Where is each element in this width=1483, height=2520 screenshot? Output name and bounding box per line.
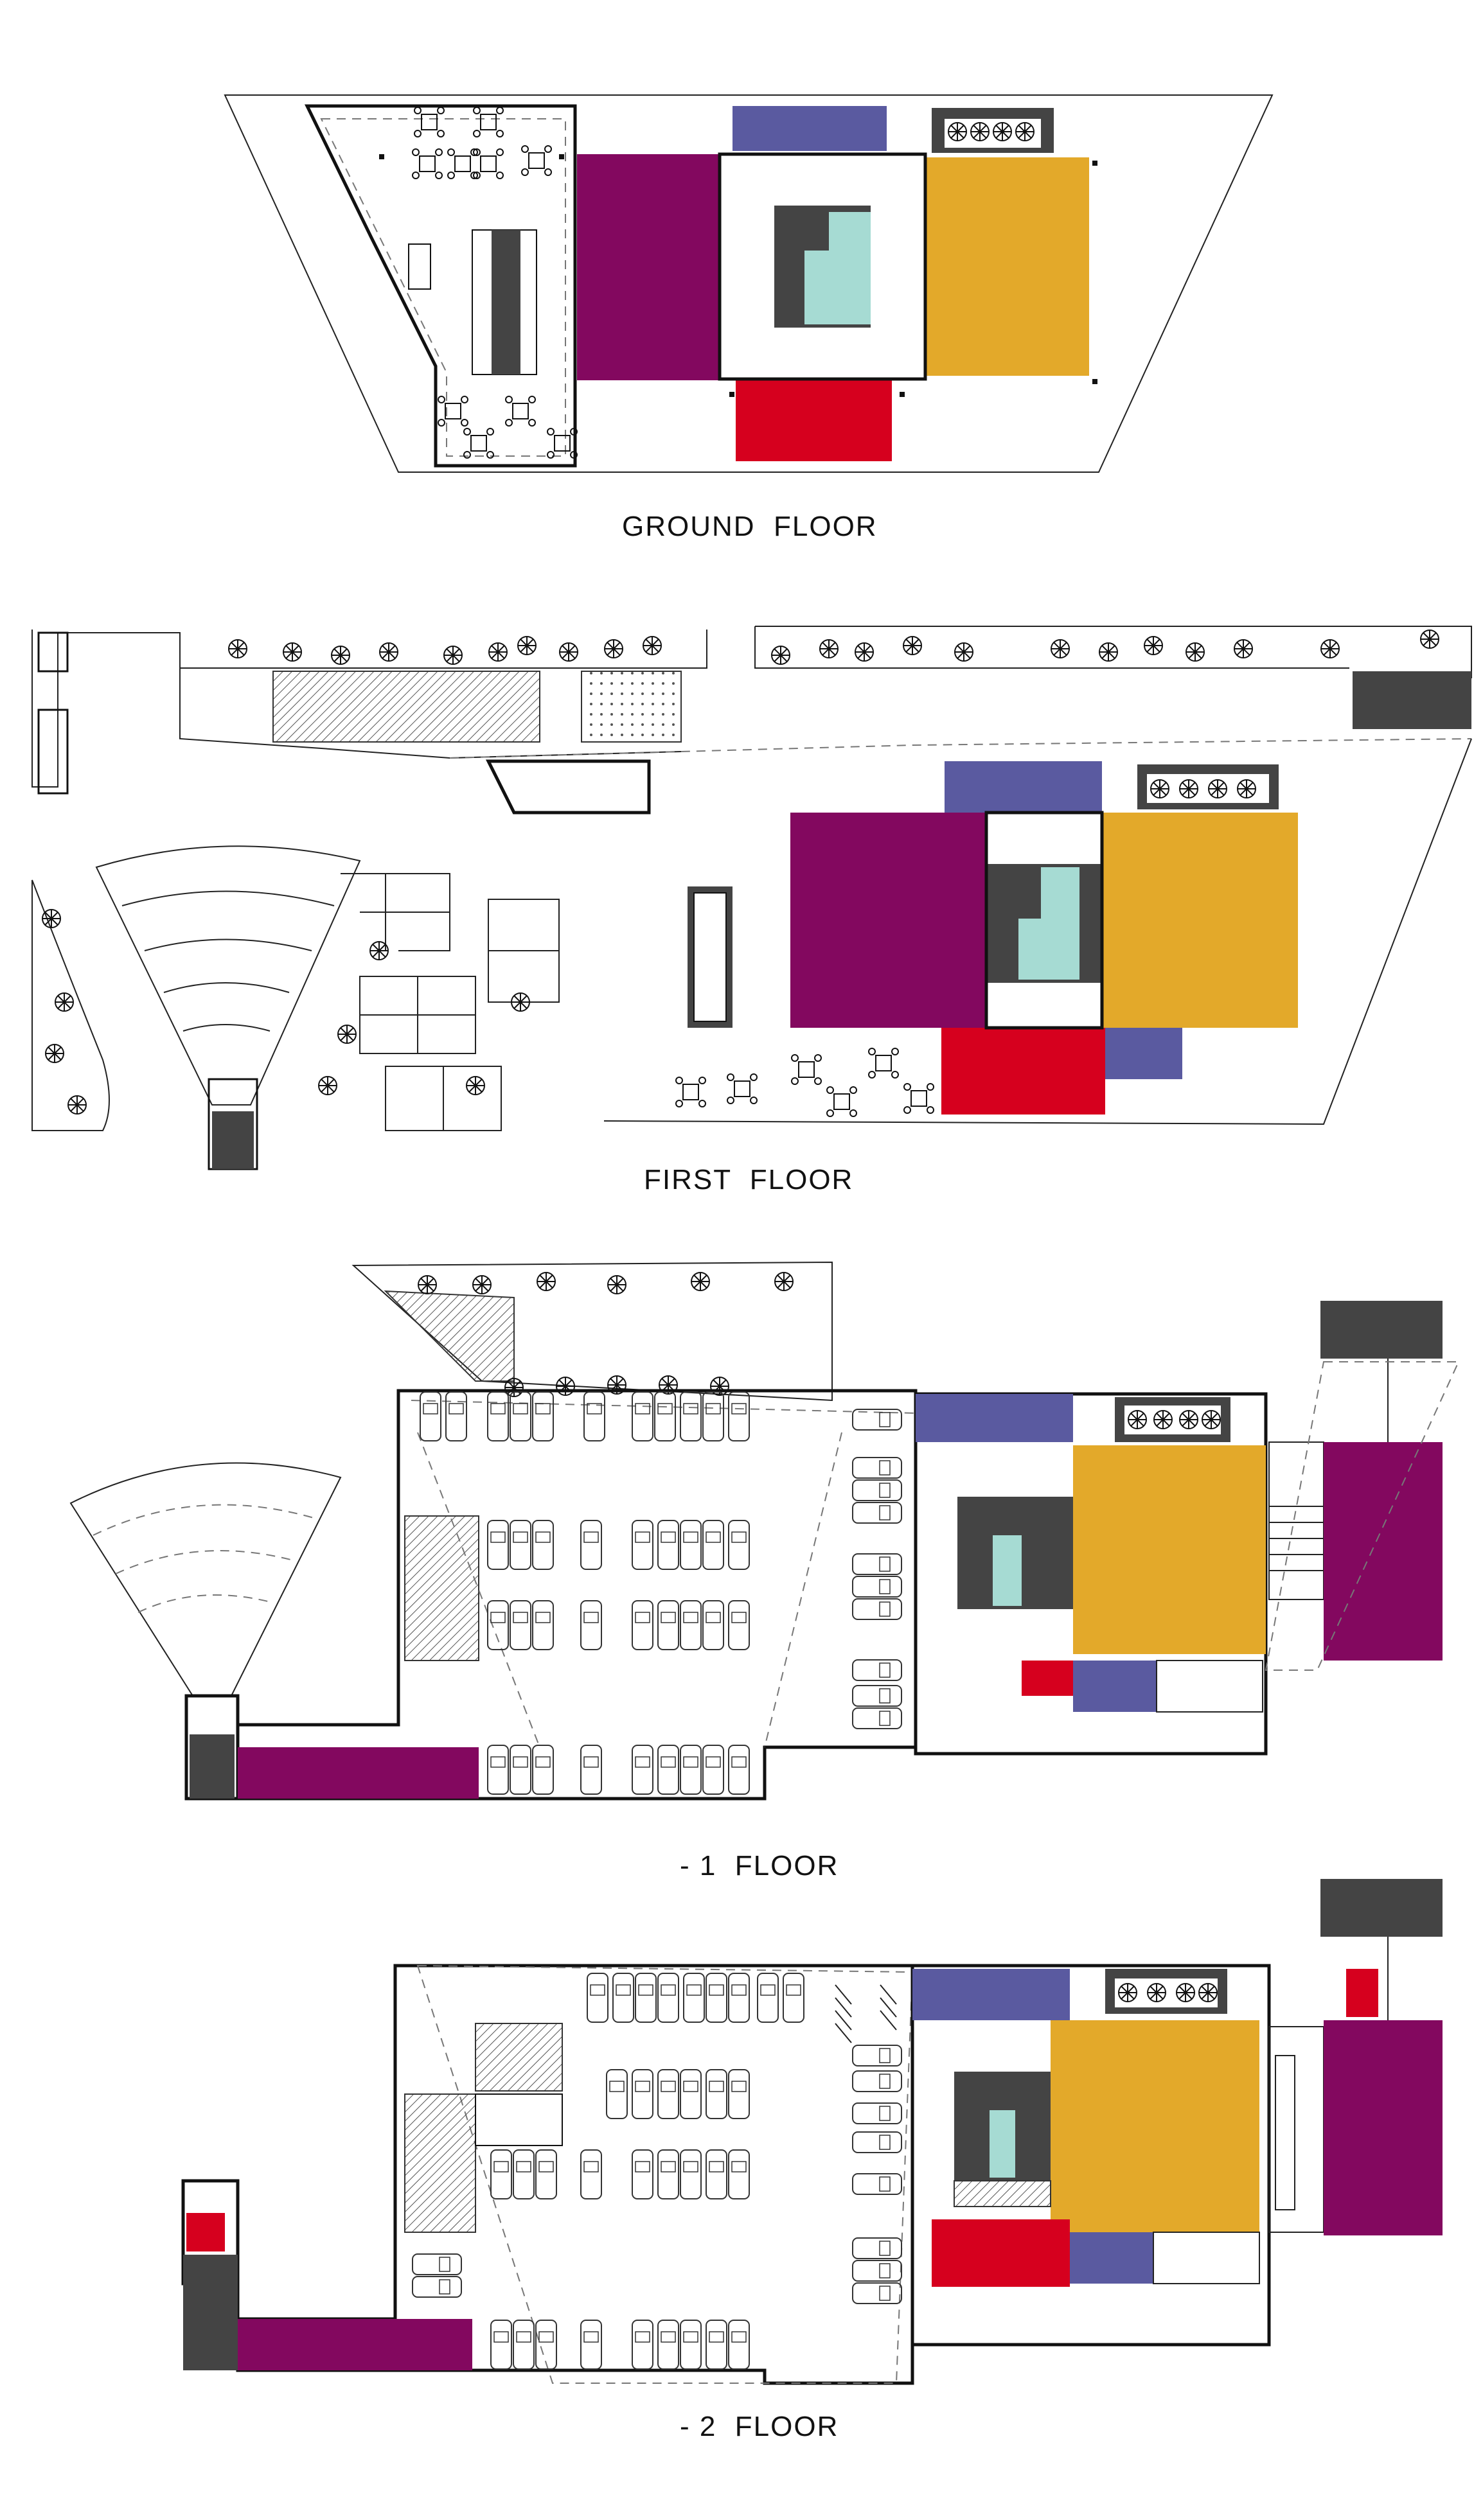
minus2-red-right <box>1346 1969 1378 2017</box>
first-yellow-zone <box>1102 813 1298 1028</box>
first-long-table-inner <box>693 892 727 1022</box>
ground-terrace-edge <box>320 118 566 457</box>
minus2-purple-strip <box>238 2319 472 2370</box>
minus1-core-lift <box>993 1535 1022 1606</box>
ground-long-table <box>492 230 520 374</box>
first-grid-c <box>385 1066 502 1131</box>
minus1-red-zone <box>1022 1661 1073 1696</box>
ground-site-outline <box>224 94 1274 473</box>
minus2-ramp-b <box>404 2093 476 2233</box>
minus1-dash-diag1 <box>417 1432 540 1748</box>
minus2-bridge <box>1268 2026 1324 2233</box>
minus2-purple-zone-right <box>1324 2020 1443 2235</box>
minus1-amphi-rows <box>93 1504 319 1613</box>
first-red-zone <box>941 1028 1105 1115</box>
first-dark-kiosk <box>1353 671 1471 729</box>
first-purple-zone <box>790 813 986 1028</box>
minus2-red-zone <box>932 2219 1070 2287</box>
first-hatched-area <box>272 671 540 743</box>
minus2-ramp-a <box>475 2023 563 2092</box>
first-amphi-stair <box>212 1111 254 1169</box>
first-landscape-left <box>31 879 110 1131</box>
minus1-purple-strip <box>238 1747 479 1799</box>
ground-purple-zone <box>577 154 720 380</box>
first-dotted-area <box>581 671 682 743</box>
first-site-edge <box>603 738 1472 1125</box>
ground-yellow-zone <box>925 157 1089 376</box>
minus2-red-left <box>186 2213 225 2251</box>
minus1-room-bottom <box>1156 1660 1263 1713</box>
first-booth-top <box>37 631 69 673</box>
minus1-dash-top <box>411 1400 916 1414</box>
minus1-bridge-treads <box>1269 1506 1324 1571</box>
minus1-cars-mid-row <box>487 1520 750 1650</box>
minus1-ramp <box>404 1515 479 1661</box>
minus1-kiosk <box>1320 1301 1443 1359</box>
ground-core-lift-lobby <box>803 212 871 324</box>
minus1-cars-side <box>852 1409 902 1729</box>
minus2-room-bottom <box>1153 2232 1260 2284</box>
first-blue-zone-bottom <box>1105 1028 1182 1079</box>
ground-terrace-walls <box>304 104 577 468</box>
minus1-amphitheatre <box>69 1462 342 1696</box>
minus2-core-lift <box>990 2110 1015 2178</box>
minus1-cars-top-row <box>420 1391 750 1441</box>
first-core-walls <box>984 811 1104 1030</box>
ground-red-zone <box>736 379 892 461</box>
first-grid-a <box>341 873 450 951</box>
minus1-amphi-stair <box>190 1734 235 1799</box>
first-floor-label: FIRST FLOOR <box>644 1164 854 1195</box>
first-amphitheatre-rows <box>121 890 335 1032</box>
minus2-floor-plan <box>181 1879 1443 2385</box>
minus1-blue-zone-bottom <box>1073 1661 1157 1712</box>
minus2-motorbike-bays <box>835 1984 897 2043</box>
minus1-floor-label: - 1 FLOOR <box>680 1850 839 1881</box>
ground-floor-plan <box>224 94 1274 473</box>
minus1-cars-bottom-row <box>487 1745 750 1795</box>
first-booth-bottom <box>37 709 69 795</box>
minus2-yellow-zone <box>1051 2020 1259 2232</box>
minus1-parking-walls <box>236 1389 918 1801</box>
first-grid-b <box>359 976 476 1054</box>
minus1-floor-plan <box>69 1261 1460 1801</box>
minus2-dash-outline <box>416 1964 914 2384</box>
minus2-stair-left <box>183 2255 238 2370</box>
minus2-bridge-rail <box>1275 2055 1295 2210</box>
minus1-bridge-stair <box>1268 1441 1324 1600</box>
minus2-core-hatch <box>954 2180 1051 2207</box>
first-core-lift <box>1018 867 1079 980</box>
first-amphitheatre <box>95 845 361 1106</box>
minus1-purple-zone-right <box>1324 1442 1443 1661</box>
minus2-floor-label: - 2 FLOOR <box>680 2411 839 2442</box>
minus1-hatched-slope <box>384 1290 515 1382</box>
minus1-blue-zone-top <box>916 1394 1073 1442</box>
minus2-ramp-box <box>475 2093 563 2146</box>
ground-blue-zone <box>733 106 887 151</box>
minus2-kiosk <box>1320 1879 1443 1937</box>
ground-floor-label: GROUND FLOOR <box>622 511 878 542</box>
first-pavilion <box>485 759 651 815</box>
minus2-blue-zone-top <box>912 1969 1070 2020</box>
first-floor-plan <box>31 626 1472 1170</box>
minus2-blue-zone-bottom <box>1070 2232 1153 2284</box>
minus1-yellow-zone <box>1073 1445 1266 1654</box>
ground-core-walls <box>718 152 927 381</box>
first-left-strip <box>31 630 707 788</box>
minus1-dash-diag2 <box>764 1432 842 1748</box>
ground-stair <box>408 243 431 290</box>
first-grid-d <box>488 899 560 1003</box>
first-site-dash <box>449 738 1472 759</box>
first-blue-zone-top <box>945 761 1102 813</box>
